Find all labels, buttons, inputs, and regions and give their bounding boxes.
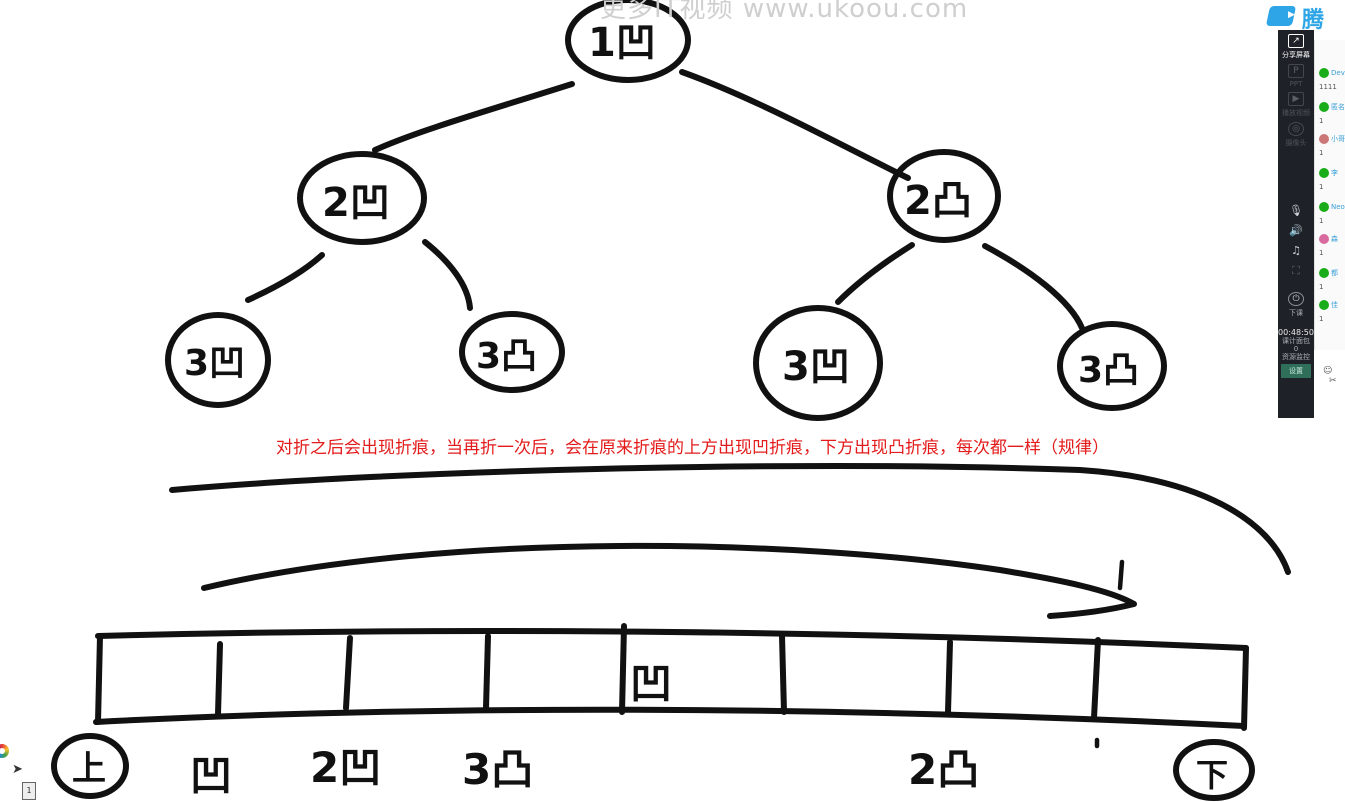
camera-button[interactable]: ◎ 摄像头 [1279, 122, 1313, 148]
mark-convex-3: 3凸 [462, 745, 533, 794]
mark-top-circle [51, 733, 129, 799]
wechat-avatar-icon [1319, 267, 1329, 278]
color-picker-icon[interactable] [0, 744, 9, 758]
page-button[interactable]: 1 [22, 782, 36, 800]
brand-header: ▶ 腾讯 [1265, 4, 1345, 65]
end-class-button[interactable]: ⏻ 下课 [1279, 292, 1313, 318]
class-toolbar: ↗ 分享屏幕 P PPT ▶ 播放视频 ◎ 摄像头 🎙 🔊 ♫ ⛶ ⏻ 下课 0… [1278, 30, 1314, 418]
node-circle-3c [753, 305, 883, 421]
ppt-icon: P [1288, 64, 1304, 78]
stats-value: 0 [1293, 345, 1299, 353]
node-label-3b: 3凸 [476, 336, 537, 377]
crease-center [619, 623, 627, 715]
edge-1-2r [679, 69, 911, 181]
ppt-label: PPT [1289, 80, 1303, 88]
emoji-icon[interactable]: ☺ [1323, 366, 1333, 376]
edge-2l-3a [245, 252, 325, 303]
watermark-text: 更多IT视频 www.ukoou.com [600, 0, 969, 24]
chat-panel: Dev 1111 匿名 1 小哥 1 李 1 Neo 1 森 1 都 1 佳 1… [1314, 40, 1345, 386]
resource-monitor-link[interactable]: 资源监控 [1282, 353, 1310, 361]
crease-1 [215, 641, 223, 717]
class-timer: 00:48:50 [1278, 328, 1314, 337]
paper-strip-left [95, 633, 103, 725]
video-icon: ▶ [1288, 92, 1304, 106]
wechat-avatar-icon [1319, 299, 1329, 310]
node-circle-2l [297, 151, 427, 245]
chat-message: 森 1 [1319, 233, 1338, 257]
play-icon: ▶ [1288, 10, 1295, 20]
camera-label: 摄像头 [1285, 139, 1307, 147]
node-label-3a: 3凹 [184, 343, 245, 384]
fullscreen-icon[interactable]: ⛶ [1292, 264, 1300, 277]
node-label-3c: 3凹 [782, 344, 850, 390]
wechat-avatar-icon [1319, 201, 1329, 212]
node-label-1: 1凹 [588, 20, 656, 66]
crease-5 [779, 633, 787, 715]
share-screen-label: 分享屏幕 [1282, 51, 1310, 59]
wechat-avatar-icon [1319, 167, 1329, 178]
wechat-avatar-icon [1319, 101, 1329, 112]
end-class-icon: ⏻ [1288, 292, 1304, 306]
settings-button[interactable]: 设置 [1281, 364, 1311, 378]
ppt-button[interactable]: P PPT [1279, 64, 1313, 88]
user-avatar-icon [1319, 233, 1329, 244]
node-circle-3d [1057, 321, 1167, 411]
music-icon[interactable]: ♫ [1291, 244, 1301, 257]
camera-icon: ◎ [1288, 122, 1304, 136]
mark-convex-2: 2凸 [908, 745, 979, 794]
crease-2 [343, 635, 353, 711]
chat-message: 都 1 [1319, 267, 1338, 291]
scissors-icon[interactable]: ✂ [1329, 376, 1337, 386]
edge-2r-3d [982, 243, 1085, 331]
node-circle-3a [165, 312, 271, 408]
edge-2l-3b [422, 239, 473, 311]
chat-message: 李 1 [1319, 167, 1338, 191]
node-circle-1 [565, 0, 691, 83]
cursor-icon[interactable]: ➤ [12, 762, 23, 777]
strip-center-mark: 凹 [630, 659, 672, 708]
play-video-label: 播放视频 [1282, 109, 1310, 117]
node-label-3d: 3凸 [1078, 350, 1139, 391]
crease-6 [945, 639, 953, 715]
wechat-avatar-icon [1319, 67, 1329, 78]
edge-1-2l [372, 81, 575, 153]
mark-concave-2: 2凹 [310, 743, 381, 792]
paper-strip-bottom [93, 706, 1247, 729]
end-class-label: 下课 [1289, 309, 1303, 317]
share-screen-icon: ↗ [1288, 34, 1304, 48]
node-circle-2r [887, 149, 1001, 243]
node-circle-3b [459, 311, 565, 393]
mark-bottom-circle [1173, 739, 1255, 801]
fold-arc-outer [169, 463, 1291, 575]
share-screen-button[interactable]: ↗ 分享屏幕 [1279, 34, 1313, 60]
mark-top: 上 [72, 749, 106, 789]
annotation-note: 对折之后会出现折痕，当再折一次后，会在原来折痕的上方出现凹折痕，下方出现凸折痕，… [276, 438, 1109, 458]
speaker-icon[interactable]: 🔊 [1289, 224, 1303, 237]
play-video-button[interactable]: ▶ 播放视频 [1279, 92, 1313, 118]
chat-input-tools: ☺ ✂ [1323, 366, 1345, 386]
microphone-icon[interactable]: 🎙 [1289, 204, 1303, 217]
fold-arc-inner [201, 542, 1137, 619]
chat-message: Neo 1 [1319, 201, 1345, 225]
chat-message: 匿名 1 [1319, 101, 1345, 125]
chat-message: Dev 1111 [1319, 67, 1345, 91]
mark-bottom: 下 [1196, 756, 1228, 794]
chat-message: 佳 1 [1319, 299, 1338, 323]
user-avatar-icon [1319, 133, 1329, 144]
drawing-tools: ➤ 1 [0, 740, 46, 802]
paper-strip-top [95, 628, 1249, 651]
node-label-2r: 2凸 [904, 178, 972, 224]
node-label-2l: 2凹 [322, 180, 390, 226]
stats-label: 课计面包 [1282, 337, 1310, 345]
crease-7 [1091, 637, 1101, 721]
mark-concave-1: 凹 [190, 751, 232, 800]
fold-arc-tick [1117, 559, 1125, 591]
paper-strip-right [1241, 645, 1249, 731]
crease-3 [483, 633, 491, 711]
edge-2r-3c [835, 242, 915, 305]
chat-message: 小哥 1 [1319, 133, 1345, 157]
